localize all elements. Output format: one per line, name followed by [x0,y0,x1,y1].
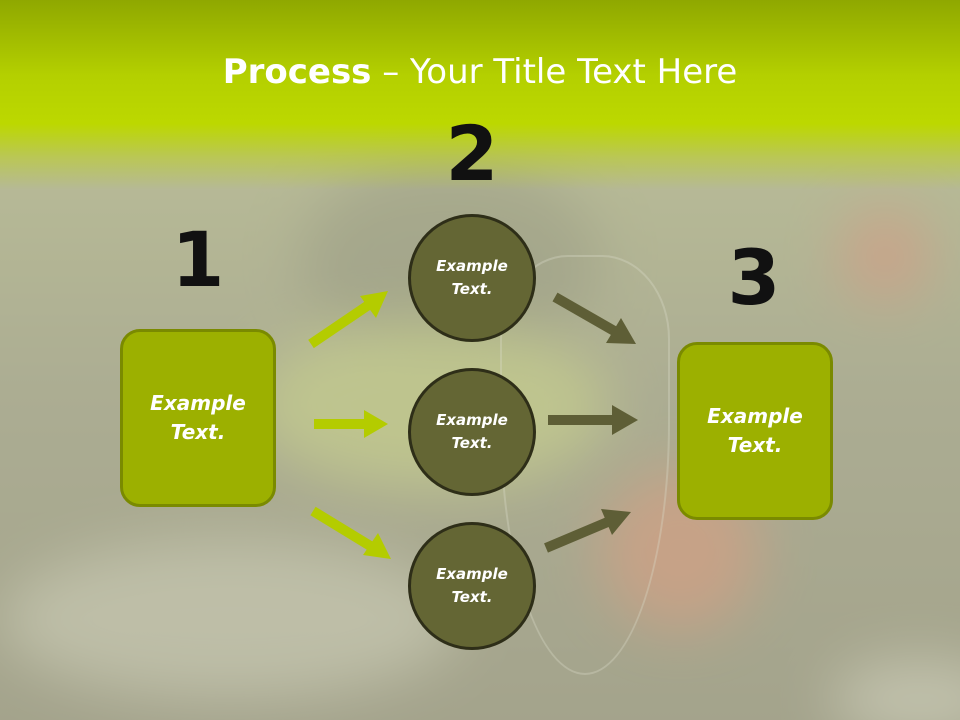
circle-bottom: Example Text. [408,522,536,650]
circle-bottom-line2: Text. [451,588,493,606]
left-box: Example Text. [120,329,276,507]
right-box-line1: Example [707,404,803,428]
slide-title: Process – Your Title Text Here [0,52,960,92]
right-box: Example Text. [677,342,833,520]
left-box-line2: Text. [170,420,226,444]
circle-middle-line1: Example [436,411,508,429]
title-band [0,0,960,190]
title-rest: – Your Title Text Here [371,52,738,92]
circle-top: Example Text. [408,214,536,342]
right-box-line2: Text. [727,433,783,457]
step-number-3: 3 [727,233,781,322]
step-number-2: 2 [445,109,499,198]
circle-top-line1: Example [436,257,508,275]
circle-bottom-line1: Example [436,565,508,583]
title-bold: Process [222,52,372,92]
circle-middle-line2: Text. [451,434,493,452]
circle-top-line2: Text. [451,280,493,298]
circle-middle: Example Text. [408,368,536,496]
left-box-line1: Example [150,391,246,415]
step-number-1: 1 [171,215,225,304]
